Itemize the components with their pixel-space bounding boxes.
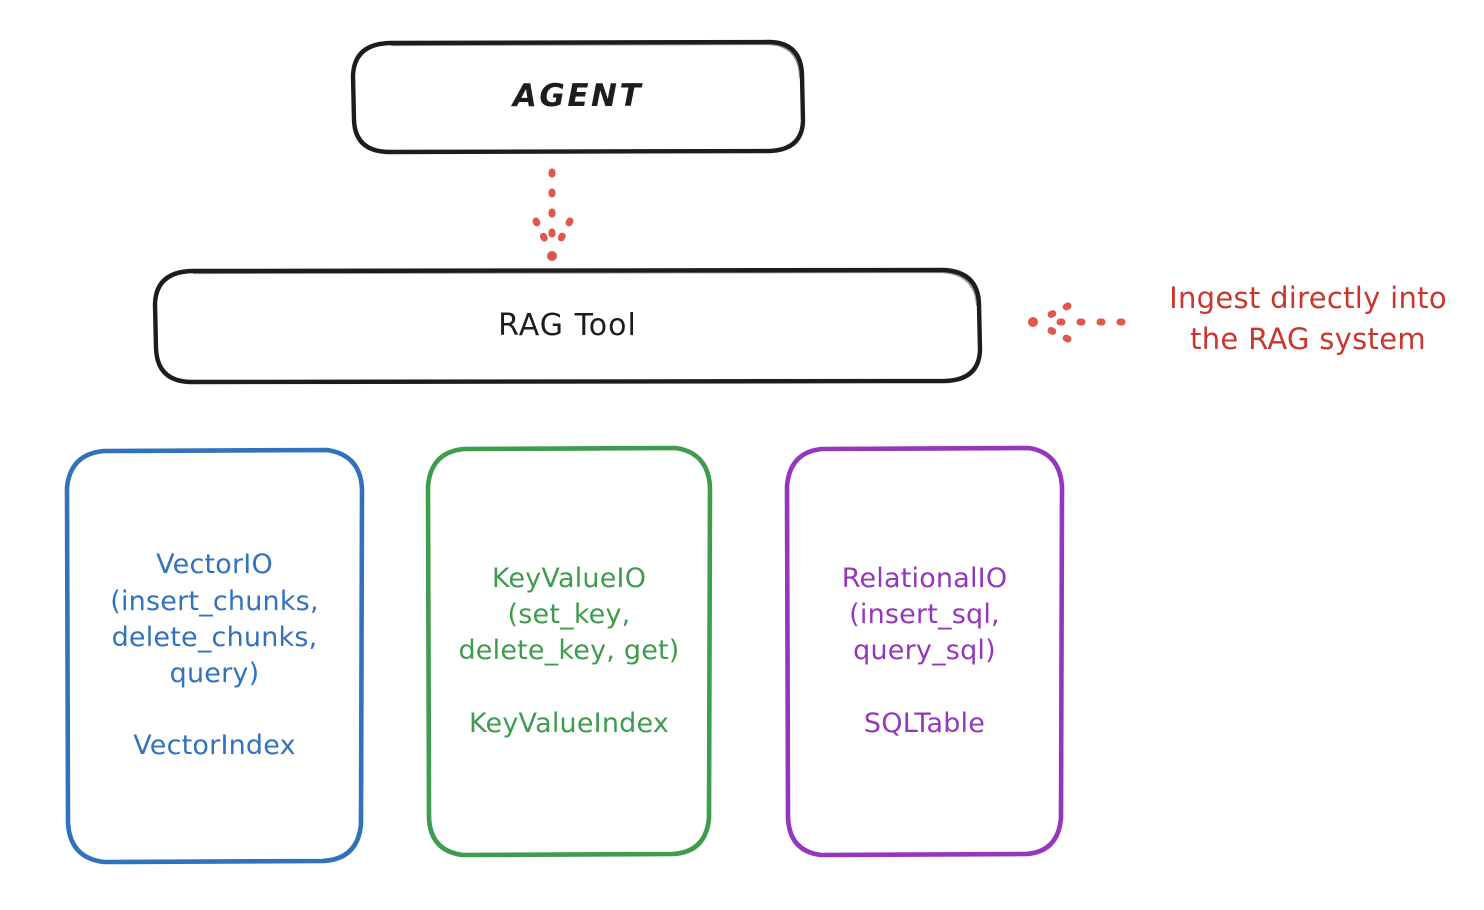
relational-io-label: RelationalIO (insert_sql, query_sql) SQL… <box>841 563 1008 739</box>
rag-tool-box-outline[interactable] <box>152 267 983 385</box>
agent-box-sketch-overlay <box>390 42 802 79</box>
ingest-annotation-text: Ingest directly into the RAG system <box>1169 281 1447 357</box>
relational-io-node[interactable]: RelationalIO (insert_sql, query_sql) SQL… <box>787 448 1062 855</box>
rag-tool-box-sketch-overlay <box>192 270 979 307</box>
key-value-io-node[interactable]: KeyValueIO (set_key, delete_key, get) Ke… <box>428 448 710 855</box>
vector-io-label: VectorIO (insert_chunks, delete_chunks, … <box>110 549 319 762</box>
key-value-io-box-outline[interactable] <box>425 445 713 858</box>
vector-io-box-outline[interactable] <box>64 447 365 865</box>
key-value-io-label: KeyValueIO (set_key, delete_key, get) Ke… <box>458 563 680 739</box>
relational-io-box-outline[interactable] <box>784 445 1065 858</box>
agent-to-rag-tool-arrow <box>532 168 574 261</box>
agent-box-outline[interactable] <box>350 39 806 155</box>
vector-io-node[interactable]: VectorIO (insert_chunks, delete_chunks, … <box>67 450 362 862</box>
ingest-to-rag-tool-arrow <box>1028 302 1126 343</box>
rag-tool-label: RAG Tool <box>498 307 637 343</box>
agent-label: AGENT <box>512 78 644 115</box>
agent-node[interactable]: AGENT <box>353 42 803 152</box>
rag-tool-node[interactable]: RAG Tool <box>155 270 980 382</box>
